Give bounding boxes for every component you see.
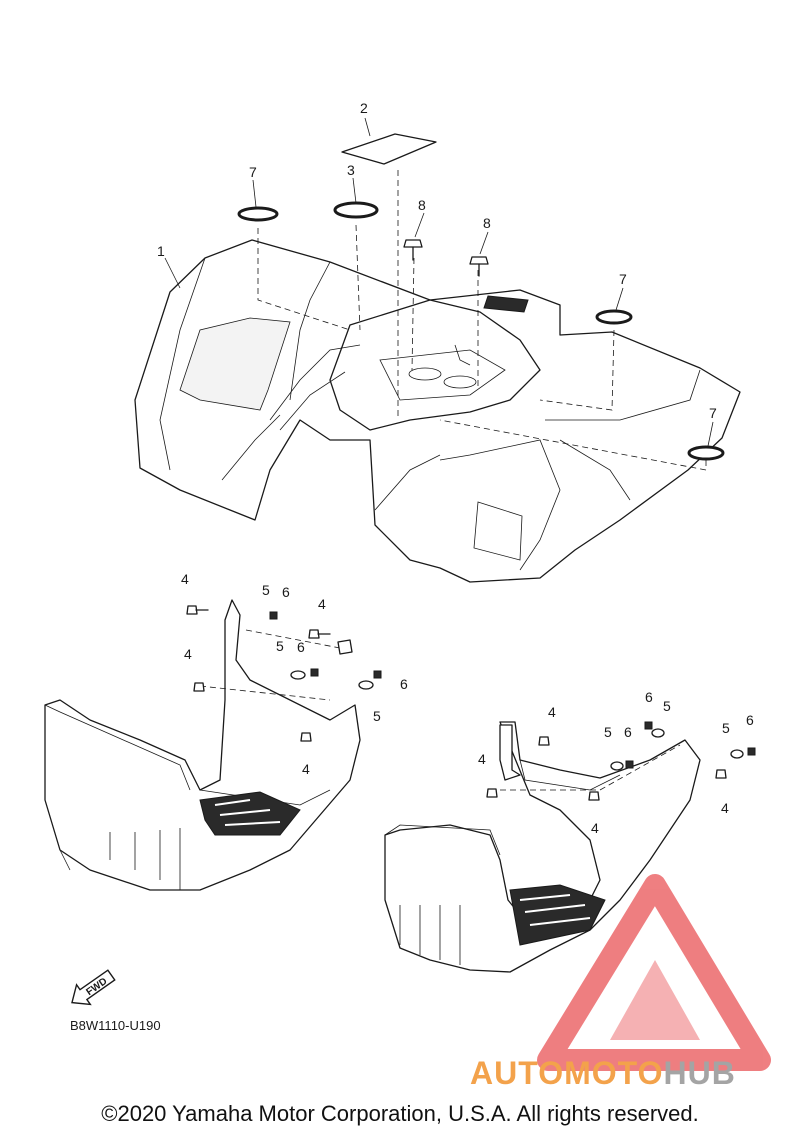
watermark-part2: HUB [663,1055,736,1091]
bolt-part [186,605,209,615]
callout-2: 2 [360,100,368,116]
callout-6: 6 [645,689,653,705]
callout-5: 5 [373,708,381,724]
callout-6: 6 [297,639,305,655]
washer-part [730,749,744,759]
callout-4: 4 [721,800,729,816]
callout-7: 7 [709,405,717,421]
callout-5: 5 [262,582,270,598]
washer-part [610,761,624,771]
callout-6: 6 [400,676,408,692]
copyright-notice: ©2020 Yamaha Motor Corporation, U.S.A. A… [101,1101,699,1126]
ring-part [333,201,379,219]
callout-5: 5 [663,698,671,714]
callout-4: 4 [184,646,192,662]
callout-6: 6 [282,584,290,600]
callout-4: 4 [591,820,599,836]
watermark-text: AUTOMOTOHUB [470,1055,736,1092]
callout-4: 4 [181,571,189,587]
ring-part [595,309,633,325]
rear-fender [134,170,741,583]
callout-4: 4 [318,596,326,612]
washer-part [290,670,306,680]
bolt-part [308,629,331,639]
nut-part [644,721,653,730]
callout-6: 6 [624,724,632,740]
callout-4: 4 [302,761,310,777]
nut-part [747,747,756,756]
callout-5: 5 [276,638,284,654]
callout-7: 7 [249,164,257,180]
diagram-code: B8W1110-U190 [70,1018,161,1033]
callout-1: 1 [157,243,165,259]
clip-part [337,639,353,655]
callout-4: 4 [548,704,556,720]
bolt-part [193,682,205,692]
bolt-part [588,791,600,801]
callout-8: 8 [483,215,491,231]
left-footrest [44,599,361,891]
pad-part [341,133,437,165]
ring-part [237,206,279,222]
callout-8: 8 [418,197,426,213]
fwd-arrow-icon: FWD [71,969,116,1006]
watermark-part1: AUTOMOTO [470,1055,664,1091]
watermark-logo [537,874,771,1071]
bolt-part [486,788,498,798]
bolt-part [469,256,489,277]
bolt-part [300,732,312,742]
washer-part [651,728,665,738]
bolt-part [715,769,727,779]
callout-5: 5 [604,724,612,740]
bolt-part [403,239,423,261]
right-footrest [384,721,701,973]
callout-6: 6 [746,712,754,728]
nut-part [373,670,382,679]
callout-3: 3 [347,162,355,178]
bolt-part [538,736,550,746]
ring-part [687,445,725,461]
washer-part [358,680,374,690]
nut-part [269,611,278,620]
callout-5: 5 [722,720,730,736]
nut-part [625,760,634,769]
callout-7: 7 [619,271,627,287]
callout-4: 4 [478,751,486,767]
nut-part [310,668,319,677]
bracket-part [499,724,521,781]
